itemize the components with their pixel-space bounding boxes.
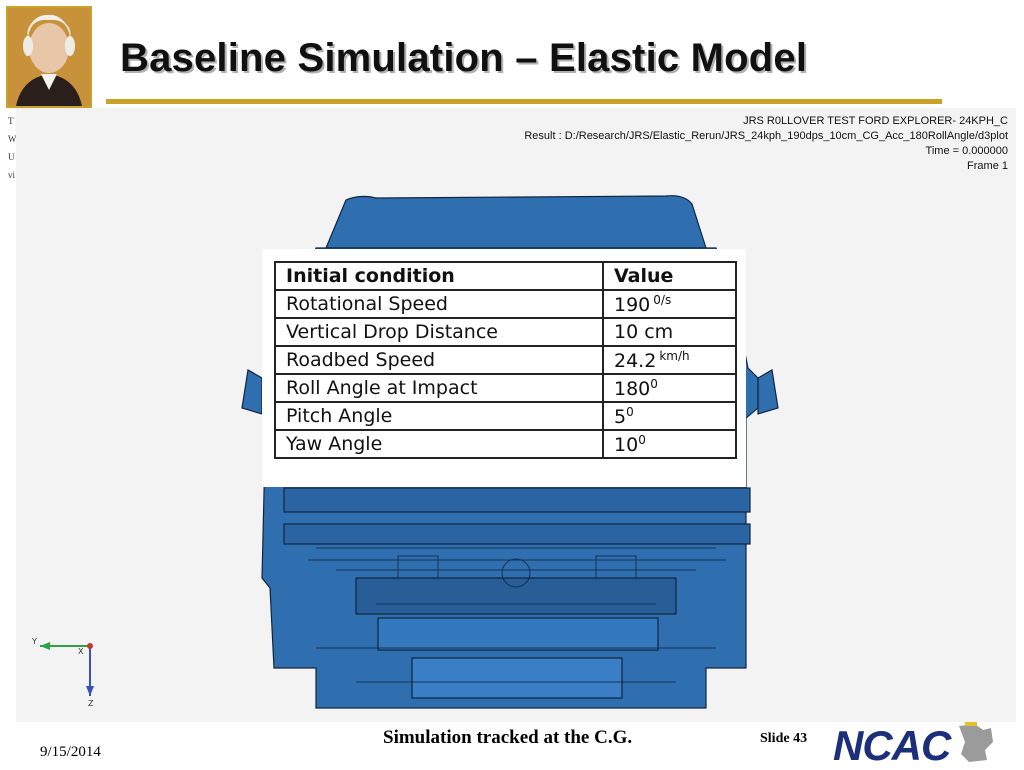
slide-caption: Simulation tracked at the C.G.	[383, 727, 633, 748]
slide-date: 9/15/2014	[40, 744, 101, 760]
initial-conditions-table: Initial condition Value Rotational Speed…	[274, 261, 737, 459]
axis-label-y: Y	[31, 637, 37, 646]
condition-label: Yaw Angle	[274, 429, 604, 459]
condition-label: Rotational Speed	[274, 289, 604, 319]
condition-degree-sup: 0	[626, 404, 634, 419]
condition-degree-sup: 0	[650, 376, 658, 391]
condition-value: 190	[614, 293, 651, 316]
column-header: Initial condition	[274, 261, 604, 291]
table-header-row: Initial condition Value	[274, 261, 737, 291]
logo-text: NCAC	[833, 722, 951, 769]
axis-triad-icon: Y X Z	[31, 637, 94, 708]
title-underline	[106, 99, 942, 104]
side-letter: U	[8, 152, 15, 162]
side-letter: W	[8, 134, 17, 144]
initial-conditions-panel: Initial condition Value Rotational Speed…	[262, 249, 746, 487]
side-letter: vi	[8, 170, 16, 180]
condition-value-cell: 10 cm	[602, 317, 737, 347]
condition-value: 180	[614, 377, 651, 400]
logo-shape-icon	[959, 722, 993, 762]
condition-label: Vertical Drop Distance	[274, 317, 604, 347]
portrait-icon	[8, 8, 90, 106]
column-header: Value	[602, 261, 737, 291]
condition-label: Roadbed Speed	[274, 345, 604, 375]
condition-value: 10 cm	[614, 321, 674, 343]
sim-title: JRS R0LLOVER TEST FORD EXPLORER- 24KPH_C	[743, 115, 1008, 127]
condition-value: 10	[614, 433, 639, 456]
portrait-image	[6, 6, 92, 108]
table-row: Vertical Drop Distance 10 cm	[274, 317, 737, 347]
sim-time: Time = 0.000000	[925, 145, 1008, 157]
condition-value: 24.2	[614, 349, 657, 372]
condition-degree-sup: 0	[638, 432, 646, 447]
sim-frame: Frame 1	[967, 160, 1008, 172]
sim-result-path: Result : D:/Research/JRS/Elastic_Rerun/J…	[524, 130, 1008, 142]
side-letters: T W U vi	[8, 112, 18, 184]
simulation-header: JRS R0LLOVER TEST FORD EXPLORER- 24KPH_C…	[524, 114, 1008, 174]
ncac-logo: NCAC	[833, 720, 997, 769]
condition-value-cell: 100	[602, 429, 737, 459]
condition-unit: 0/s	[653, 292, 672, 307]
condition-value-cell: 50	[602, 401, 737, 431]
axis-label-x: X	[78, 647, 84, 656]
condition-label: Roll Angle at Impact	[274, 373, 604, 403]
slide-number: Slide 43	[760, 731, 808, 746]
condition-unit: km/h	[659, 348, 690, 363]
condition-value: 5	[614, 405, 627, 428]
side-letter: T	[8, 116, 14, 126]
slide-title: Baseline Simulation – Elastic Model	[120, 36, 808, 80]
condition-value-cell: 1800	[602, 373, 737, 403]
axis-label-z: Z	[88, 699, 94, 708]
condition-label: Pitch Angle	[274, 401, 604, 431]
